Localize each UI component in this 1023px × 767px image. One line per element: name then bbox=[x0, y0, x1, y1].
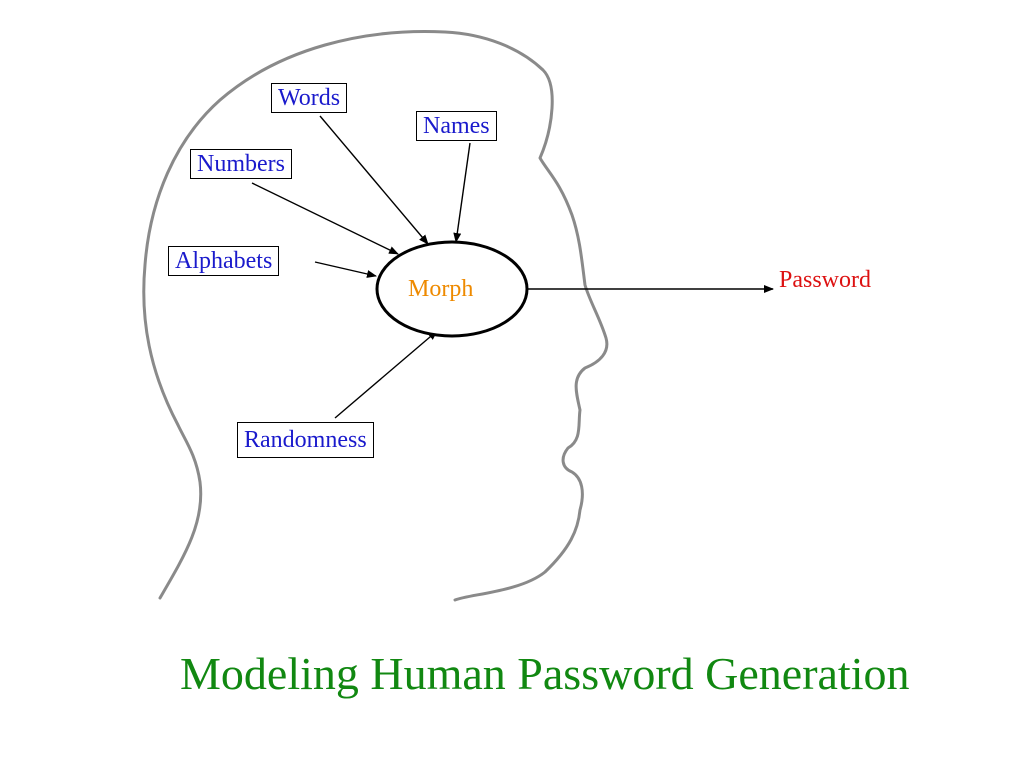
randomness-box: Randomness bbox=[237, 422, 374, 458]
numbers-box: Numbers bbox=[190, 149, 292, 179]
arrow-numbers-to-morph bbox=[251, 182, 399, 255]
arrow-alphabets-to-morph bbox=[314, 261, 377, 278]
arrow-words-to-morph bbox=[319, 115, 429, 245]
names-label: Names bbox=[423, 113, 490, 139]
numbers-label: Numbers bbox=[197, 151, 285, 177]
morph-ellipse bbox=[375, 240, 529, 338]
words-box: Words bbox=[271, 83, 348, 113]
slide-caption: Modeling Human Password Generation bbox=[180, 648, 910, 699]
names-box: Names bbox=[416, 111, 497, 141]
password-label: Password bbox=[779, 267, 872, 293]
arrow-randomness-to-morph bbox=[334, 330, 438, 419]
alphabets-label: Alphabets bbox=[175, 248, 273, 274]
morph-label: Morph bbox=[408, 276, 474, 302]
randomness-label: Randomness bbox=[244, 427, 367, 453]
arrow-names-to-morph bbox=[453, 142, 471, 243]
head-silhouette-icon bbox=[142, 30, 609, 602]
words-label: Words bbox=[278, 85, 341, 111]
alphabets-box: Alphabets bbox=[168, 246, 280, 276]
